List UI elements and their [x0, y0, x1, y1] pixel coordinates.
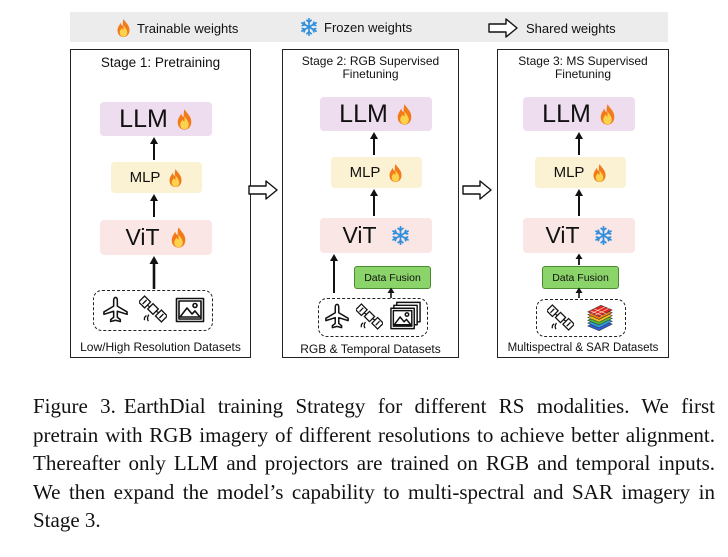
- stage-1-llm-label: LLM: [119, 104, 168, 133]
- flame-icon: [388, 163, 403, 183]
- stage-3-vit-block: ViT: [523, 218, 635, 253]
- image-stack-icon: [389, 301, 422, 331]
- arrow-up-icon: [575, 253, 583, 265]
- satellite-icon: [547, 304, 574, 331]
- stage-3-data-fusion-block: Data Fusion: [542, 266, 619, 289]
- stage-1-title: Stage 1: Pretraining: [100, 55, 221, 70]
- stage-3-data-fusion-label: Data Fusion: [552, 271, 609, 284]
- stage-2-vit-label: ViT: [342, 222, 377, 248]
- legend-frozen-label: Frozen weights: [324, 19, 413, 35]
- legend-shared-label: Shared weights: [526, 20, 616, 36]
- arrow-up-icon: [370, 132, 378, 155]
- stage-3-panel: Stage 3: MS Supervised Finetuning LLM ML…: [497, 49, 669, 358]
- flame-icon: [116, 18, 131, 38]
- caption-label: Figure 3.: [33, 394, 116, 418]
- snowflake-icon: [594, 226, 613, 245]
- legend-bar: Trainable weights Frozen weights Shared …: [70, 12, 668, 42]
- flame-icon: [170, 226, 187, 249]
- arrow-up-icon: [575, 132, 583, 155]
- snowflake-icon: [391, 226, 410, 245]
- stage-3-mlp-label: MLP: [553, 164, 585, 181]
- stage-1-llm-block: LLM: [100, 102, 212, 136]
- stage-2-title: Stage 2: RGB Supervised: [301, 54, 440, 68]
- legend-shared: Shared weights: [486, 18, 616, 38]
- stage-2-mlp-label: MLP: [349, 164, 381, 181]
- flame-icon: [396, 103, 413, 126]
- stage-2-vit-block: ViT: [320, 218, 432, 253]
- hollow-right-arrow-icon: [248, 180, 278, 200]
- stage-2-mlp-block: MLP: [331, 157, 422, 188]
- stage-1-mlp-label: MLP: [129, 169, 161, 186]
- stage-3-dataset-box: [536, 299, 626, 337]
- stage-1-dataset-box: [93, 290, 213, 331]
- legend-trainable: Trainable weights: [116, 18, 238, 38]
- stage-3-llm-block: LLM: [523, 97, 635, 131]
- stage-2-data-fusion-label: Data Fusion: [364, 271, 421, 284]
- stage-3-dataset-label: Multispectral & SAR Datasets: [507, 342, 659, 354]
- flame-icon: [176, 108, 193, 131]
- stage-1-mlp-block: MLP: [111, 162, 202, 193]
- stage-1-vit-label: ViT: [125, 224, 160, 250]
- arrow-up-icon: [150, 194, 158, 217]
- legend-frozen: Frozen weights: [300, 18, 412, 36]
- arrow-up-icon: [150, 137, 158, 160]
- arrow-up-icon: [387, 287, 395, 298]
- stage-2-dataset-box: [318, 298, 428, 337]
- figure-caption: Figure 3.EarthDial training Strategy for…: [33, 392, 715, 535]
- stage-2-title-line2: Finetuning: [342, 67, 399, 81]
- stage-2-dataset-label: RGB & Temporal Datasets: [300, 342, 441, 356]
- arrow-up-icon: [370, 189, 378, 216]
- arrow-up-icon: [575, 287, 583, 298]
- airplane-icon: [102, 296, 129, 323]
- caption-text: EarthDial training Strategy for differen…: [33, 394, 715, 532]
- arrow-up-icon: [575, 189, 583, 216]
- stage-3-title: Stage 3: MS Supervised: [518, 54, 648, 68]
- stage-2-llm-block: LLM: [320, 97, 432, 131]
- satellite-icon: [356, 303, 383, 330]
- stage-1-dataset-label: Low/High Resolution Datasets: [80, 340, 241, 354]
- multispectral-cube-icon: [584, 303, 616, 332]
- stage-3-title-line2: Finetuning: [554, 67, 612, 81]
- flame-icon: [599, 103, 616, 126]
- stage-3-vit-label: ViT: [545, 222, 580, 248]
- airplane-icon: [324, 303, 350, 329]
- hollow-right-arrow-icon: [462, 180, 492, 200]
- arrow-up-icon: [330, 254, 338, 293]
- stage-1-panel: Stage 1: Pretraining LLM MLP ViT Low/Hig…: [70, 49, 251, 358]
- stage-2-llm-label: LLM: [339, 99, 388, 128]
- arrow-up-icon: [149, 256, 159, 289]
- legend-trainable-label: Trainable weights: [137, 20, 239, 36]
- hollow-right-arrow-icon: [486, 18, 520, 38]
- stage-3-mlp-block: MLP: [535, 157, 626, 188]
- image-icon: [175, 297, 205, 323]
- stage-2-data-fusion-block: Data Fusion: [354, 266, 431, 289]
- stage-1-vit-block: ViT: [100, 220, 212, 255]
- stage-2-panel: Stage 2: RGB Supervised Finetuning LLM M…: [282, 49, 459, 358]
- flame-icon: [168, 168, 183, 188]
- satellite-icon: [139, 295, 167, 323]
- flame-icon: [592, 163, 607, 183]
- snowflake-icon: [300, 18, 318, 36]
- stage-3-llm-label: LLM: [542, 99, 591, 128]
